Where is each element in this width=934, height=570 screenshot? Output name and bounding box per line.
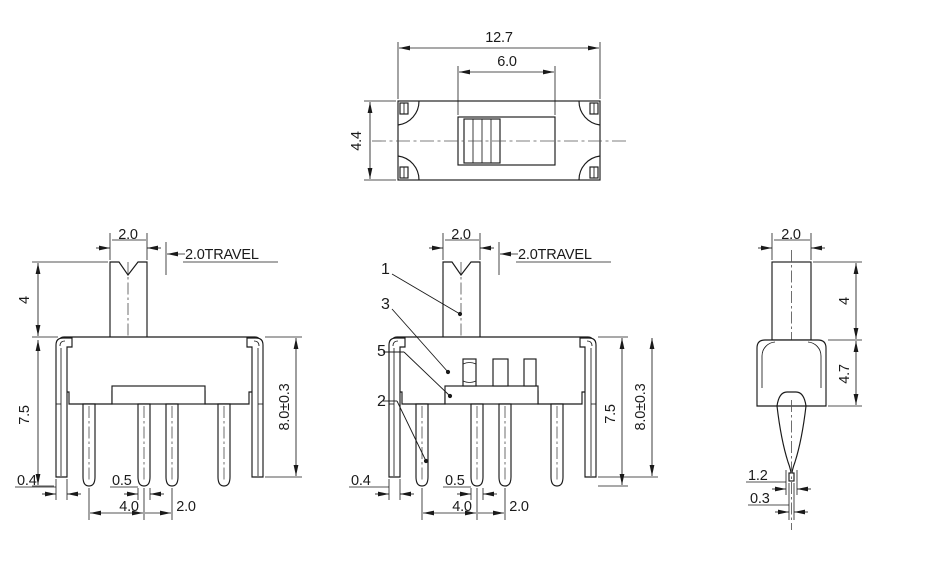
mid-terminal-pins [415,403,564,487]
dim-left-pin-thickness: 0.5 [110,473,164,500]
dim-label-right-1-2: 1.2 [748,468,768,484]
dim-label-left-0-5: 0.5 [112,473,132,489]
dim-left-actuator-width: 2.0 [96,227,161,260]
left-base-plate [111,385,206,405]
left-terminal-pins [82,403,231,487]
mid-callouts: 1 3 5 2 [377,261,463,464]
dim-label-left-travel: 2.0TRAVEL [185,247,259,263]
dim-left-pin-pitch-major: 4.0 [88,488,145,520]
dim-left-travel: 2.0TRAVEL [165,242,278,275]
left-actuator [109,261,148,341]
front-view-middle: 2.0 2.0TRAVEL 7.5 8.0±0.3 [349,227,658,520]
dim-right-body-height: 4.7 [828,341,862,407]
dim-left-overall-height: 8.0±0.3 [265,336,302,478]
callout-5-label: 5 [377,343,386,360]
dim-label-right-0-3: 0.3 [750,491,770,507]
dim-top-overall-length: 12.7 [397,30,601,99]
dim-left-actuator-height: 4 [17,261,108,338]
dim-label-right-4-7: 4.7 [837,364,853,384]
dim-top-slot-length: 6.0 [457,54,556,115]
dim-label-mid-0-5: 0.5 [445,473,465,489]
callout-3-label: 3 [381,296,390,313]
dim-label-mid-travel: 2.0TRAVEL [518,247,592,263]
dim-left-body-to-pin: 7.5 [17,340,54,487]
dim-right-actuator-width: 2.0 [758,227,825,260]
dim-label-right-2-0: 2.0 [781,227,801,243]
mid-actuator [442,261,481,341]
dim-label-mid-4-0: 4.0 [452,499,472,515]
dim-label-mid-2-0: 2.0 [451,227,471,243]
dim-label-mid-2-0-pitch: 2.0 [509,499,529,515]
left-mounting-bracket-right [246,337,264,478]
dim-left-pin-pitch-minor: 2.0 [145,488,196,520]
dim-mid-overall-height: 8.0±0.3 [598,338,658,478]
mid-mounting-bracket [388,337,406,478]
dim-mid-pin-pitch-minor: 2.0 [478,488,529,520]
callout-2-label: 2 [377,393,386,410]
dim-label-left-2-0: 2.0 [118,227,138,243]
mid-mounting-bracket-right [579,337,597,478]
dim-label-left-4: 4 [17,296,33,304]
dim-label-mid-8-0: 8.0±0.3 [633,383,649,430]
right-body-shoulder-detail [761,341,822,388]
left-mounting-bracket [55,337,73,478]
callout-1-label: 1 [381,261,390,278]
dim-mid-pin-thickness: 0.5 [443,473,497,500]
dim-mid-body-to-pin: 7.5 [598,336,628,487]
dim-right-pin-width: 1.2 [746,468,811,495]
top-view-corner-features [397,100,601,181]
dim-label-left-7-5: 7.5 [17,405,33,425]
right-actuator [771,250,812,345]
right-body-outline [756,339,827,407]
side-view-right: 2.0 4 4.7 1.2 [746,227,862,530]
dim-label-right-4: 4 [837,297,853,305]
dim-label-6-0: 6.0 [497,54,517,70]
dim-mid-pin-pitch-major: 4.0 [421,488,478,520]
dim-right-pin-thickness: 0.3 [748,483,808,520]
dim-mid-actuator-width: 2.0 [429,227,494,260]
dim-label-left-8-0: 8.0±0.3 [277,383,293,430]
dim-label-mid-7-5: 7.5 [603,404,619,424]
dim-label-mid-0-4: 0.4 [351,473,371,489]
dim-label-12-7: 12.7 [485,30,513,46]
dim-mid-travel: 2.0TRAVEL [498,242,611,275]
dim-mid-bracket-thickness: 0.4 [349,473,414,500]
top-view: 12.7 6.0 4.4 [349,30,628,181]
dim-right-actuator-height: 4 [813,261,862,341]
dim-label-left-0-4: 0.4 [17,473,37,489]
dim-top-overall-width: 4.4 [349,100,396,181]
dim-label-4-4: 4.4 [349,131,365,151]
mid-housing-windows [462,358,537,387]
front-view-left: 2.0 2.0TRAVEL 4 7.5 8.0±0.3 [15,227,302,520]
dim-label-left-2-0-pitch: 2.0 [176,499,196,515]
dim-left-bracket-thickness: 0.4 [15,473,81,500]
mid-base-plate [444,385,539,405]
dim-label-left-4-0: 4.0 [119,499,139,515]
